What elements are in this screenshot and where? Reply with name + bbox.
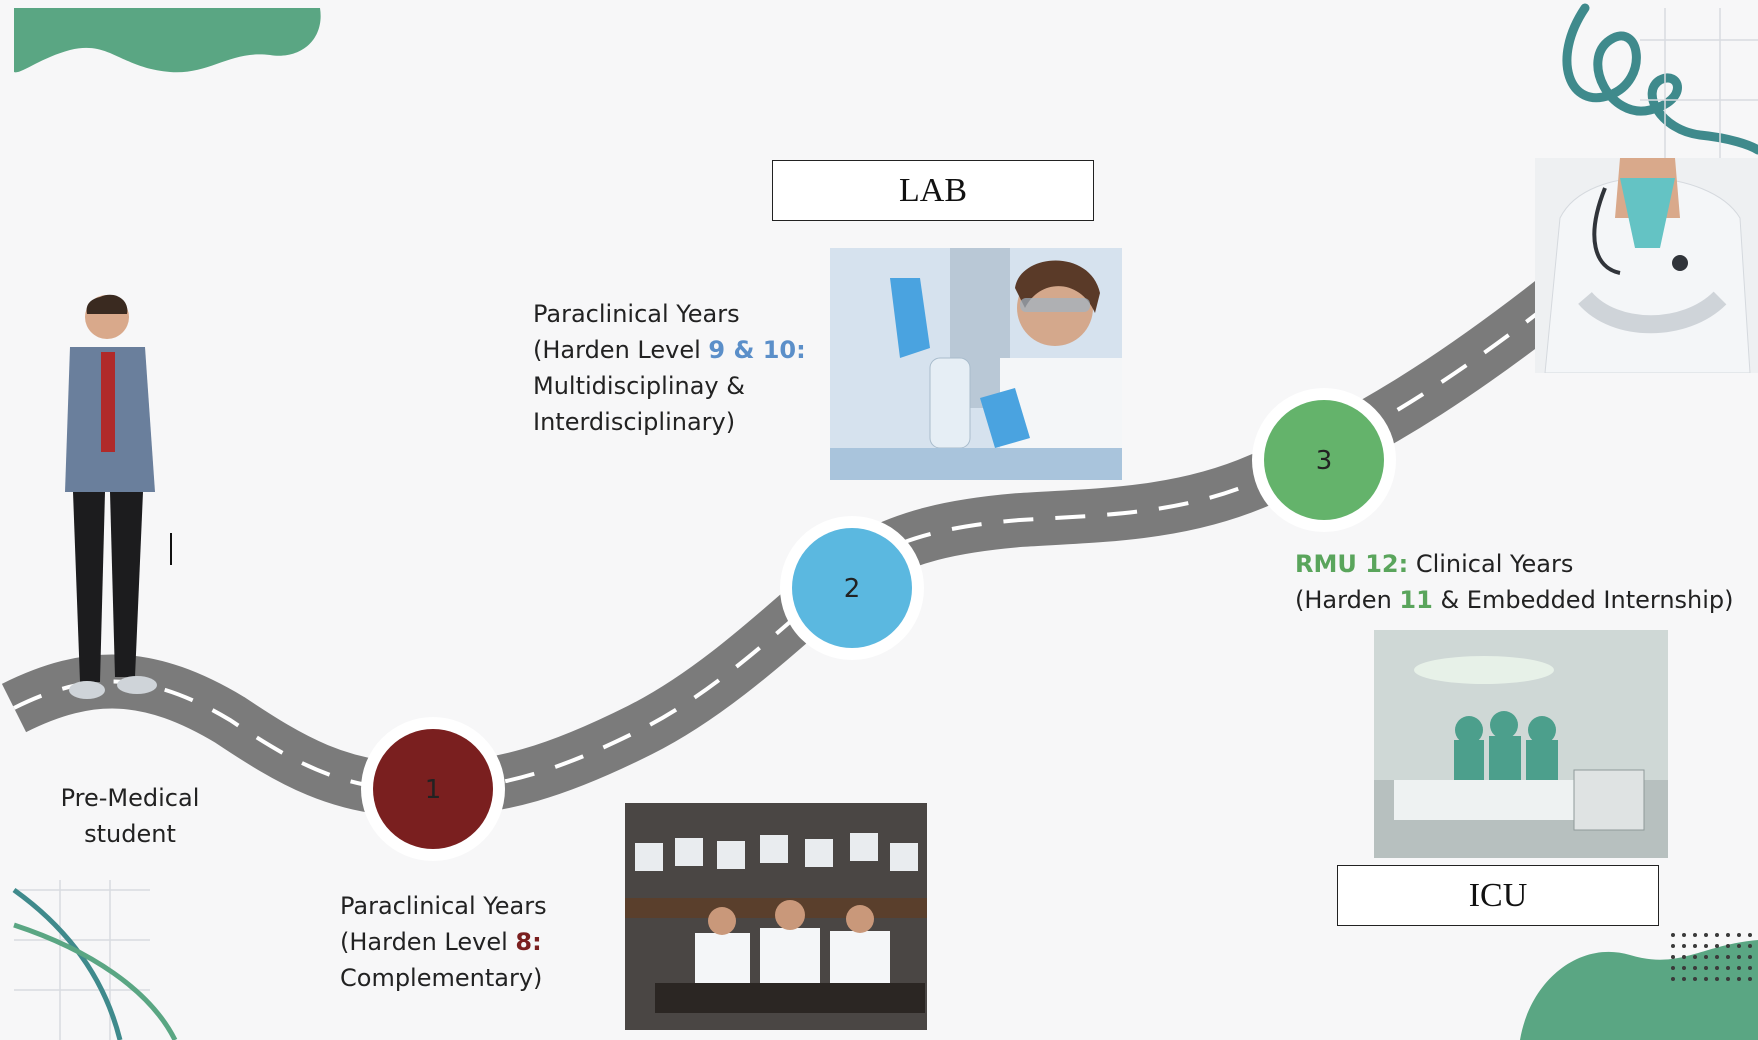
icu-photo — [1374, 630, 1668, 858]
top-left-blob — [14, 8, 321, 73]
decor-dot — [1715, 977, 1719, 981]
stage-2-description: Paraclinical Years (Harden Level 9 & 10:… — [533, 300, 806, 436]
decor-dot — [1726, 944, 1730, 948]
decor-dot — [1682, 966, 1686, 970]
decor-dot — [1737, 977, 1741, 981]
decor-dot — [1737, 933, 1741, 937]
stage-1-description: Paraclinical Years (Harden Level 8: Comp… — [340, 892, 547, 992]
decor-dot — [1682, 933, 1686, 937]
decor-dot — [1748, 944, 1752, 948]
decor-dot — [1726, 977, 1730, 981]
decor-dot — [1693, 966, 1697, 970]
decor-dot — [1737, 944, 1741, 948]
stage-1-circle — [373, 729, 493, 849]
lab-photo — [830, 248, 1122, 480]
decor-dot — [1693, 933, 1697, 937]
stage-1-number: 1 — [425, 775, 442, 805]
decor-dot — [1715, 944, 1719, 948]
decor-dot — [1682, 955, 1686, 959]
decor-dot — [1715, 966, 1719, 970]
decor-dot — [1671, 944, 1675, 948]
decor-dot — [1671, 933, 1675, 937]
decor-dot — [1715, 933, 1719, 937]
bottom-left-arc-1 — [12, 887, 123, 1040]
decor-dot — [1726, 933, 1730, 937]
lab-box-label: LAB — [899, 171, 967, 209]
decor-dot — [1704, 955, 1708, 959]
stage-1-marker: 1 — [361, 717, 505, 861]
classroom-photo — [625, 803, 927, 1030]
stage-3-description: RMU 12: Clinical Years (Harden 11 & Embe… — [1295, 550, 1734, 614]
decor-dot — [1693, 977, 1697, 981]
stage-2-circle — [792, 528, 912, 648]
icu-box-label: ICU — [1468, 876, 1528, 914]
lab-box: LAB — [772, 160, 1094, 221]
decor-dot — [1748, 977, 1752, 981]
stage-3-marker: 3 — [1252, 388, 1396, 532]
decor-dot — [1682, 977, 1686, 981]
decor-dot — [1726, 955, 1730, 959]
decor-dot — [1726, 966, 1730, 970]
stage-2-number: 2 — [844, 574, 861, 604]
decor-dot — [1737, 966, 1741, 970]
text-cursor — [170, 533, 172, 565]
decor-dot — [1704, 933, 1708, 937]
stage-2-marker: 2 — [780, 516, 924, 660]
doctor-photo — [1535, 158, 1758, 373]
top-right-grid — [1640, 8, 1758, 180]
icu-box: ICU — [1337, 865, 1659, 926]
decor-dot — [1671, 955, 1675, 959]
student-figure — [45, 292, 170, 742]
stage-3-circle — [1264, 400, 1384, 520]
decor-dot — [1704, 977, 1708, 981]
bottom-right-dots — [1671, 933, 1752, 981]
bottom-left-arc-2 — [13, 922, 178, 1040]
decor-dot — [1704, 966, 1708, 970]
decor-dot — [1671, 977, 1675, 981]
decor-dot — [1715, 955, 1719, 959]
decor-dot — [1671, 966, 1675, 970]
decor-dot — [1748, 966, 1752, 970]
pre-medical-label: Pre-Medical student — [60, 784, 200, 848]
decor-dot — [1693, 955, 1697, 959]
decor-dot — [1682, 944, 1686, 948]
decor-dot — [1704, 944, 1708, 948]
decor-dot — [1748, 933, 1752, 937]
decor-dot — [1737, 955, 1741, 959]
stage-3-number: 3 — [1316, 446, 1333, 476]
top-right-squiggle — [1562, 3, 1758, 155]
decor-dot — [1748, 955, 1752, 959]
decor-dot — [1693, 944, 1697, 948]
bottom-right-blob — [1520, 940, 1758, 1040]
